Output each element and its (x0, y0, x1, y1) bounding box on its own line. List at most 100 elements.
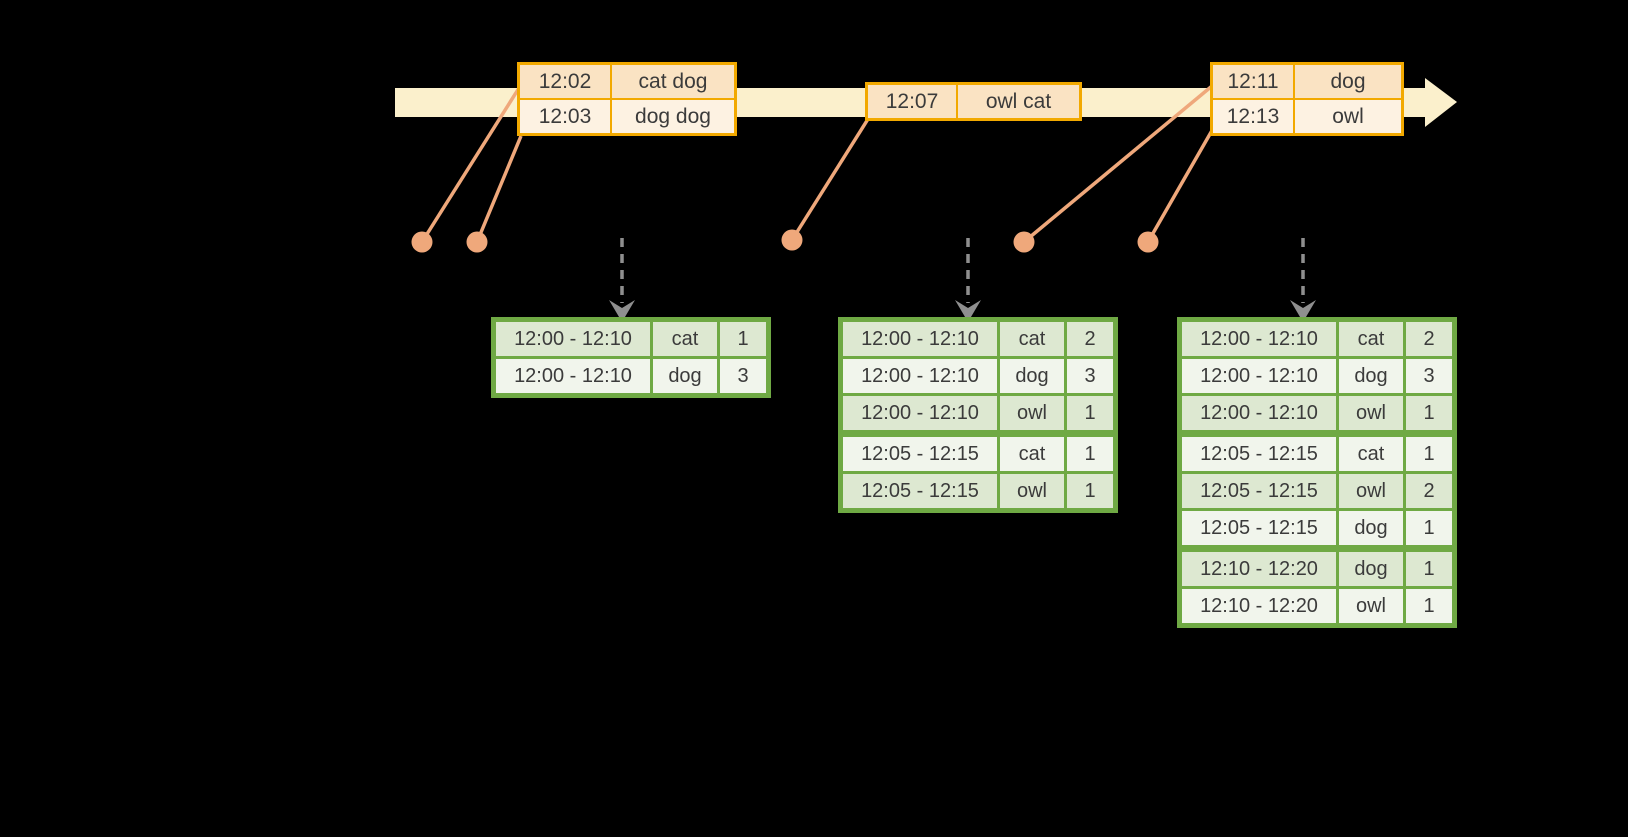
word-cell: cat (997, 318, 1067, 359)
result-row: 12:05 - 12:15 owl 1 (839, 471, 1117, 512)
count-cell: 3 (1064, 356, 1117, 396)
event-table-3: 12:11 dog 12:13 owl (1210, 62, 1404, 136)
event-table-2: 12:07 owl cat (865, 82, 1082, 121)
window-cell: 12:00 - 12:10 (1178, 393, 1339, 435)
window-cell: 12:05 - 12:15 (839, 471, 1000, 512)
window-cell: 12:00 - 12:10 (492, 318, 653, 359)
event-connector-line (1022, 84, 1214, 244)
window-cell: 12:05 - 12:15 (1178, 430, 1339, 474)
event-row: 12:02 cat dog (517, 62, 737, 100)
result-row: 12:05 - 12:15 cat 1 (839, 430, 1117, 474)
event-table-3-body: 12:11 dog 12:13 owl (1210, 62, 1404, 136)
window-cell: 12:05 - 12:15 (839, 430, 1000, 474)
word-cell: owl (1336, 586, 1406, 627)
event-time-cell: 12:13 (1210, 98, 1295, 136)
count-cell: 1 (1403, 393, 1456, 435)
arrow-down-icon (1290, 300, 1316, 322)
count-cell: 1 (1403, 508, 1456, 550)
word-cell: dog (1336, 508, 1406, 550)
window-cell: 12:00 - 12:10 (839, 318, 1000, 359)
event-row: 12:03 dog dog (517, 98, 737, 136)
word-cell: dog (997, 356, 1067, 396)
event-time-cell: 12:11 (1210, 62, 1295, 100)
result-row: 12:00 - 12:10 cat 2 (1178, 318, 1456, 359)
event-time-dot (1013, 231, 1035, 253)
result-row: 12:00 - 12:10 dog 3 (1178, 356, 1456, 396)
result-row: 12:00 - 12:10 dog 3 (492, 356, 770, 397)
word-cell: owl (997, 471, 1067, 512)
word-cell: owl (1336, 393, 1406, 435)
count-cell: 3 (1403, 356, 1456, 396)
result-row: 12:00 - 12:10 cat 1 (492, 318, 770, 359)
count-cell: 2 (1403, 471, 1456, 511)
word-cell: dog (650, 356, 720, 397)
event-table-2-body: 12:07 owl cat (865, 82, 1082, 121)
event-time-dot (1137, 231, 1159, 253)
count-cell: 1 (1064, 393, 1117, 435)
result-row: 12:00 - 12:10 owl 1 (1178, 393, 1456, 435)
event-connector-line (475, 135, 523, 243)
result-row: 12:00 - 12:10 dog 3 (839, 356, 1117, 396)
window-cell: 12:00 - 12:10 (1178, 356, 1339, 396)
result-row: 12:00 - 12:10 owl 1 (839, 393, 1117, 435)
window-cell: 12:00 - 12:10 (492, 356, 653, 397)
event-row: 12:07 owl cat (865, 82, 1082, 121)
result-row: 12:10 - 12:20 dog 1 (1178, 545, 1456, 589)
event-connector-line (790, 118, 870, 241)
window-cell: 12:05 - 12:15 (1178, 471, 1339, 511)
window-cell: 12:10 - 12:20 (1178, 586, 1339, 627)
word-cell: cat (997, 430, 1067, 474)
result-row: 12:05 - 12:15 dog 1 (1178, 508, 1456, 550)
window-output-arrow (955, 238, 981, 322)
count-cell: 1 (1403, 545, 1456, 589)
event-words-cell: dog dog (610, 98, 737, 136)
result-row: 12:05 - 12:15 cat 1 (1178, 430, 1456, 474)
word-cell: owl (1336, 471, 1406, 511)
window-cell: 12:00 - 12:10 (1178, 318, 1339, 359)
word-cell: owl (997, 393, 1067, 435)
word-cell: cat (1336, 430, 1406, 474)
window-cell: 12:00 - 12:10 (839, 393, 1000, 435)
event-time-dot (466, 231, 488, 253)
result-row: 12:00 - 12:10 cat 2 (839, 318, 1117, 359)
window-cell: 12:00 - 12:10 (839, 356, 1000, 396)
event-time-cell: 12:03 (517, 98, 612, 136)
result-table-2-body: 12:00 - 12:10 cat 2 12:00 - 12:10 dog 3 … (839, 318, 1117, 512)
event-table-1-body: 12:02 cat dog 12:03 dog dog (517, 62, 737, 136)
word-cell: dog (1336, 545, 1406, 589)
count-cell: 1 (1064, 471, 1117, 512)
timeline-arrowhead-icon (1425, 78, 1457, 127)
window-output-arrow (609, 238, 635, 322)
count-cell: 2 (1403, 318, 1456, 359)
window-output-arrow (1290, 238, 1316, 322)
word-cell: dog (1336, 356, 1406, 396)
event-time-cell: 12:02 (517, 62, 612, 100)
count-cell: 2 (1064, 318, 1117, 359)
event-words-cell: owl cat (956, 82, 1082, 121)
event-time-cell: 12:07 (865, 82, 958, 121)
window-cell: 12:10 - 12:20 (1178, 545, 1339, 589)
result-table-3-body: 12:00 - 12:10 cat 2 12:00 - 12:10 dog 3 … (1178, 318, 1456, 627)
window-cell: 12:05 - 12:15 (1178, 508, 1339, 550)
word-cell: cat (650, 318, 720, 359)
count-cell: 1 (717, 318, 770, 359)
event-time-dot (411, 231, 433, 253)
arrow-down-icon (609, 300, 635, 322)
word-cell: cat (1336, 318, 1406, 359)
count-cell: 3 (717, 356, 770, 397)
event-table-1: 12:02 cat dog 12:03 dog dog (517, 62, 737, 136)
result-row: 12:05 - 12:15 owl 2 (1178, 471, 1456, 511)
event-connector-line (420, 87, 521, 243)
event-connector-line (1146, 126, 1216, 243)
result-table-1-body: 12:00 - 12:10 cat 1 12:00 - 12:10 dog 3 (492, 318, 770, 397)
count-cell: 1 (1403, 430, 1456, 474)
result-table-1: 12:00 - 12:10 cat 1 12:00 - 12:10 dog 3 (491, 317, 771, 398)
event-words-cell: cat dog (610, 62, 737, 100)
event-row: 12:13 owl (1210, 98, 1404, 136)
arrow-down-icon (955, 300, 981, 322)
event-row: 12:11 dog (1210, 62, 1404, 100)
event-words-cell: owl (1293, 98, 1404, 136)
event-words-cell: dog (1293, 62, 1404, 100)
result-row: 12:10 - 12:20 owl 1 (1178, 586, 1456, 627)
